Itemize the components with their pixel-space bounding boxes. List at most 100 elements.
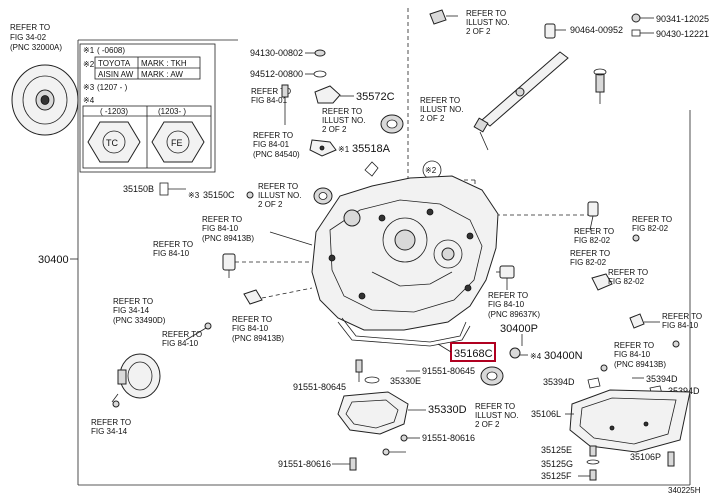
ref-8-line3: (PNC 89413B) [202,234,254,243]
solenoid-icon [111,353,161,403]
ref-11-line1: REFER TO [162,330,202,339]
torque-converter-icon [11,64,79,136]
mark-x2: ※2 [425,166,437,175]
clip-icon [631,13,641,23]
ref-10-line1: REFER TO [113,297,153,306]
legend-row1-b: MARK : TKH [141,59,187,68]
ref-1-line1: REFER TO [10,23,50,32]
part-35106L: 35106L [531,409,561,419]
ref-14-line2: FIG 82-02 [574,236,611,245]
ref-14-line1: REFER TO [574,227,614,236]
ref-6-line2: ILLUST NO. [466,18,509,27]
bolt-a-icon [355,359,363,373]
ref-3-line3: 2 OF 2 [322,125,347,134]
legend-range-1: ( -0608) [97,46,125,55]
magnet-a-icon [587,377,601,389]
ref-1-line3: (PNC 32000A) [10,43,62,52]
part-30400N: 30400N [544,350,583,362]
part-35394D-1: 35394D [543,377,575,387]
o-ring-icon [364,376,380,384]
tc-logo-icon: TC [87,121,141,163]
part-35150B: 35150B [123,184,154,194]
part-35330E: 35330E [390,376,421,386]
part-30400P: 30400P [500,323,538,335]
part-94130: 94130-00802 [250,48,303,58]
speed-sensor-icon [243,287,313,305]
bolt-b-icon [400,434,408,442]
plug-b-icon [589,469,597,481]
part-35394D-2: 35394D [646,374,678,384]
cap-icon [631,29,641,37]
legend-mark-1: ※1 [83,46,95,55]
ref-20-line1: REFER TO [614,341,654,350]
screw-icon [204,322,212,330]
ref-3-line1: REFER TO [322,107,362,116]
bolt-top-icon [429,9,458,25]
ref-5-line1: REFER TO [258,182,298,191]
legend-mark-2: ※2 [83,60,95,69]
ref-16-line1: REFER TO [570,249,610,258]
bolt-icon [281,84,289,98]
legend-mark-3: ※3 [83,83,95,92]
small-bracket-icon [364,161,379,177]
part-35518A: 35518A [352,143,391,155]
ref-15-line2: FIG 82-02 [632,224,669,233]
legend-row1-a: TOYOTA [98,59,131,68]
mark-x3: ※3 [188,191,200,200]
part-91551-d: 91551-80616 [278,459,331,469]
part-91551-a: 91551-80645 [293,382,346,392]
mark-x1: ※1 [338,145,350,154]
part-35125G: 35125G [541,459,573,469]
ref-21-line3: 2 OF 2 [475,420,500,429]
bracket-icon [314,85,341,104]
oil-pan-icon [569,389,691,453]
ref-18-line3: (PNC 89637K) [488,310,540,319]
harness-clip-icon [629,313,660,329]
svg-text:TC: TC [106,138,118,148]
ref-17-line1: REFER TO [608,268,648,277]
part-35572C: 35572C [356,91,395,103]
vent-valve-icon [593,68,607,104]
ref-13-line2: FIG 34-14 [91,427,128,436]
ref-4-line1: REFER TO [253,131,293,140]
hose-fitting-icon [544,23,566,39]
ref-10-line2: FIG 34-14 [113,306,150,315]
ref-9-line1: REFER TO [153,240,193,249]
part-35125E: 35125E [541,445,572,455]
bolt-c-icon [382,448,390,456]
ref-21-line2: ILLUST NO. [475,411,518,420]
ref-11-line2: FIG 84-10 [162,339,199,348]
ref-15-line1: REFER TO [632,215,672,224]
ref-8-line2: FIG 84-10 [202,224,239,233]
ref-18-line1: REFER TO [488,291,528,300]
part-35150C: 35150C [203,190,235,200]
part-30400: 30400 [38,254,69,266]
legend-box: ※1 ( -0608) ※2 TOYOTA MARK : TKH AISIN A… [79,43,216,173]
ref-1-line2: FIG 34-02 [10,33,47,42]
ref-2-line1: REFER TO [251,87,291,96]
ref-2-line2: FIG 84-01 [251,96,288,105]
legend-col-a: ( -1203) [100,107,128,116]
legend-row2-a: AISIN AW [98,70,134,79]
ref-20-line3: (PNC 89413B) [614,360,666,369]
ref-12-line2: FIG 84-10 [232,324,269,333]
plug-bolt-icon [509,347,521,359]
legend-col-b: (1203- ) [158,107,186,116]
ref-21-line1: REFER TO [475,402,515,411]
ref-6-line1: REFER TO [466,9,506,18]
ref-10-line3: (PNC 33490D) [113,316,166,325]
part-94512: 94512-00800 [250,69,303,79]
part-35394D-3: 35394D [668,386,700,396]
sensor-connector-icon [222,253,312,278]
ref-12-line1: REFER TO [232,315,272,324]
part-35168C[interactable]: 35168C [454,348,493,360]
ref-3-line2: ILLUST NO. [322,116,365,125]
ref-7-line1: REFER TO [420,96,460,105]
ref-4-line2: FIG 84-01 [253,140,290,149]
ref-19-line1: REFER TO [662,312,702,321]
ref-13-line1: REFER TO [91,418,131,427]
transaxle-case-icon [311,175,499,331]
part-90464: 90464-00952 [570,25,623,35]
plug-icon [314,49,326,57]
ref-8-line1: REFER TO [202,215,242,224]
